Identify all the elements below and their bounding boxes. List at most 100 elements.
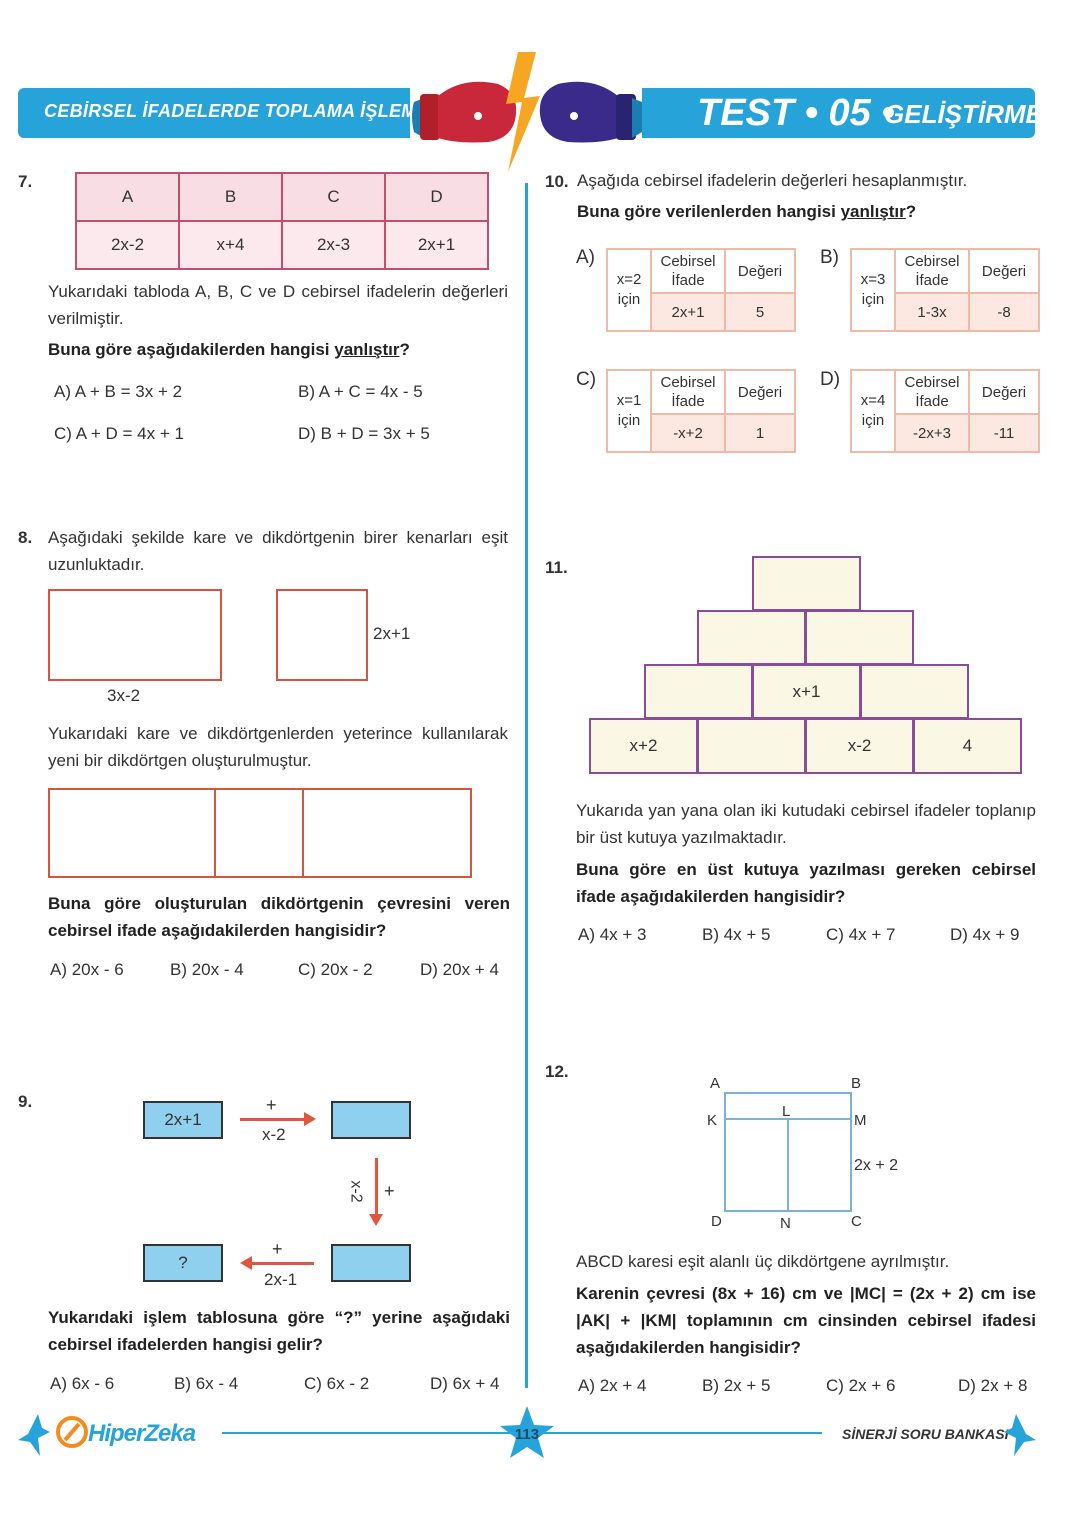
q9-start-box: 2x+1 [143, 1101, 223, 1139]
q10-d-expr: -2x+3 [894, 413, 970, 453]
q11-row3-box-3 [860, 664, 969, 719]
q10-d-value: -11 [968, 413, 1040, 453]
q8-square-label: 2x+1 [373, 624, 411, 643]
q12-line-ln [787, 1118, 789, 1210]
q10-option-b-label[interactable]: B) [820, 247, 839, 268]
brand-name: HiperZeka [88, 1420, 196, 1447]
q8-text1: Aşağıdaki şekilde kare ve dikdörtgenin b… [48, 528, 508, 574]
q11-option-a[interactable]: A) 4x + 3 [578, 925, 647, 944]
q10-d-cond: x=4 [860, 392, 886, 409]
q10-option-c-label[interactable]: C) [576, 369, 597, 390]
header-left-band [18, 88, 410, 138]
q10-d-for: için [861, 412, 885, 429]
q10-option-d-label[interactable]: D) [820, 369, 841, 390]
q9-option-b[interactable]: B) 6x - 4 [174, 1374, 239, 1393]
q9-op2-value: x-2 [347, 1180, 365, 1203]
q7-option-c[interactable]: C) A + D = 4x + 1 [54, 424, 184, 443]
q10-a-col2: Değeri [724, 248, 796, 294]
q7-option-d[interactable]: D) B + D = 3x + 5 [298, 424, 430, 443]
q11-text: Yukarıda yan yana olan iki kutudaki cebi… [576, 801, 1036, 847]
q11-row4-box-1: x+2 [589, 718, 698, 774]
q12-number: 12. [545, 1062, 569, 1081]
q8-text2: Yukarıdaki kare ve dikdörtgenlerden yete… [48, 724, 508, 770]
q11-number: 11. [545, 558, 568, 577]
q10-b-col2: Değeri [968, 248, 1040, 294]
q8-rectangle [48, 589, 222, 681]
column-divider [525, 183, 528, 1388]
q8-option-d[interactable]: D) 20x + 4 [420, 960, 499, 979]
q10-c-expr: -x+2 [650, 413, 726, 453]
q10-c-col2: Değeri [724, 369, 796, 415]
q8-option-c[interactable]: C) 20x - 2 [298, 960, 373, 979]
q10-a-expr: 2x+1 [650, 292, 726, 332]
q9-box-3 [331, 1244, 411, 1282]
q11-row2-box-2 [805, 610, 914, 665]
q12-option-a[interactable]: A) 2x + 4 [578, 1376, 647, 1395]
q12-option-c[interactable]: C) 2x + 6 [826, 1376, 896, 1395]
q8-option-b[interactable]: B) 20x - 4 [170, 960, 244, 979]
q12-label-c: C [851, 1213, 862, 1230]
q8-combined-rectangle [48, 788, 472, 878]
q12-label-m: M [854, 1112, 867, 1129]
q8-number: 8. [18, 528, 33, 547]
q9-op3-sign: + [272, 1239, 283, 1259]
q8-rect-label: 3x-2 [107, 686, 141, 705]
q9-arrow-right [240, 1118, 306, 1121]
q12-label-d: D [711, 1213, 722, 1230]
q11-row4-box-2 [697, 718, 806, 774]
q10-text: Aşağıda cebirsel ifadelerin değerleri he… [577, 171, 968, 190]
star-left-icon [18, 1414, 50, 1461]
q11-row4-box-4: 4 [913, 718, 1022, 774]
q9-box-2 [331, 1101, 411, 1139]
q12-label-l: L [782, 1103, 791, 1120]
q8-divider-1 [214, 788, 216, 876]
q11-row2-box-1 [697, 610, 806, 665]
q12-question: Karenin çevresi (8x + 16) cm ve |MC| = (… [576, 1284, 1036, 1357]
q10-b-expr: 1-3x [894, 292, 970, 332]
q7-option-a[interactable]: A) A + B = 3x + 2 [54, 382, 183, 401]
q11-top-box [752, 556, 861, 611]
q9-arrow-right-head [304, 1112, 316, 1126]
q10-b-cond: x=3 [860, 271, 886, 288]
q10-a-cond: x=2 [616, 271, 642, 288]
q7-value-c: 2x-3 [281, 220, 386, 270]
q9-question: Yukarıdaki işlem tablosuna göre “?” yeri… [48, 1308, 510, 1354]
q10-b-for: için [861, 291, 885, 308]
q10-number: 10. [545, 172, 569, 191]
section-title: CEBİRSEL İFADELERDE TOPLAMA İŞLEMİ - 1 [44, 101, 450, 121]
q9-op3-value: 2x-1 [264, 1270, 298, 1289]
q7-value-b: x+4 [178, 220, 283, 270]
q7-text: Yukarıdaki tabloda A, B, C ve D cebirsel… [48, 282, 508, 328]
q10-a-value: 5 [724, 292, 796, 332]
q12-label-side: 2x + 2 [854, 1157, 899, 1174]
q9-option-a[interactable]: A) 6x - 6 [50, 1374, 115, 1393]
q11-option-b[interactable]: B) 4x + 5 [702, 925, 771, 944]
q12-option-b[interactable]: B) 2x + 5 [702, 1376, 771, 1395]
q7-value-a: 2x-2 [75, 220, 180, 270]
q7-header-d: D [384, 172, 489, 222]
q12-label-n: N [780, 1215, 791, 1232]
q11-option-d[interactable]: D) 4x + 9 [950, 925, 1020, 944]
q8-option-a[interactable]: A) 20x - 6 [50, 960, 124, 979]
q11-row3-box-2: x+1 [752, 664, 861, 719]
star-right-icon [1004, 1414, 1036, 1461]
header-right-band [642, 88, 1035, 138]
q9-option-c[interactable]: C) 6x - 2 [304, 1374, 370, 1393]
q9-op2-sign: + [384, 1181, 395, 1201]
q12-label-k: K [707, 1112, 718, 1129]
q12-label-b: B [851, 1075, 862, 1092]
q12-option-d[interactable]: D) 2x + 8 [958, 1376, 1028, 1395]
q9-arrow-down [375, 1158, 378, 1216]
q11-option-c[interactable]: C) 4x + 7 [826, 925, 896, 944]
q9-option-d[interactable]: D) 6x + 4 [430, 1374, 500, 1393]
q10-b-value: -8 [968, 292, 1040, 332]
q11-row3-box-1 [644, 664, 753, 719]
q8-divider-2 [302, 788, 304, 876]
q7-table: A B C D 2x-2 x+4 2x-3 2x+1 [75, 172, 489, 270]
q10-option-a-label[interactable]: A) [576, 247, 595, 268]
q7-option-b[interactable]: B) A + C = 4x - 5 [298, 382, 423, 401]
q7-number: 7. [18, 172, 33, 191]
